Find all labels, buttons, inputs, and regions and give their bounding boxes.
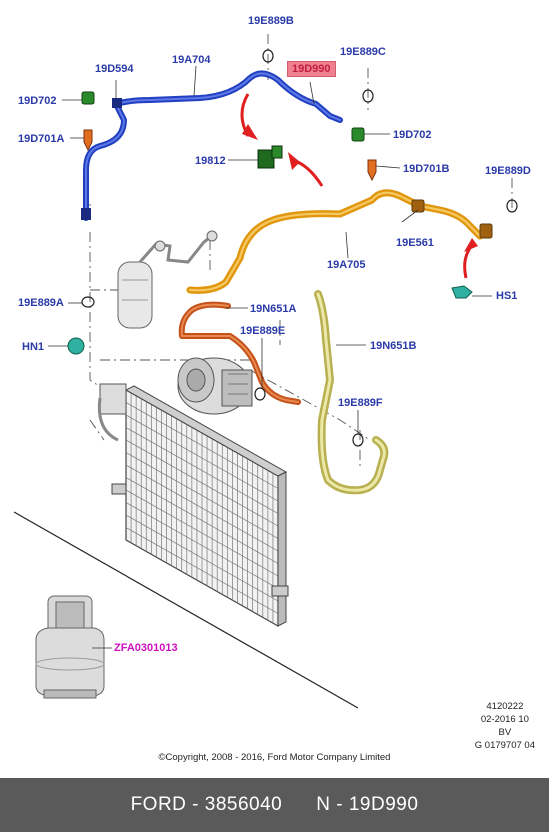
valve-cap-19d702-right[interactable] [351, 127, 365, 142]
footer-part-number: FORD - 3856040 [130, 794, 283, 815]
ground-line [13, 511, 359, 709]
label-19e889b: 19E889B [248, 15, 294, 27]
footer-part-code: N - 19D990 [316, 794, 419, 815]
meta-line-4: G 0179707 04 [474, 740, 535, 751]
label-19n651a: 19N651A [250, 303, 297, 315]
blue-pipe-clamp [112, 98, 122, 108]
blue-pipe-end-fitting [81, 208, 91, 220]
ac-compressor[interactable] [177, 357, 253, 415]
label-19e889c: 19E889C [340, 46, 386, 58]
sensor-hn1[interactable] [67, 337, 85, 355]
orange-pipe-end-fitting [479, 223, 493, 239]
label-hn1: HN1 [22, 341, 45, 353]
label-19n651b: 19N651B [370, 340, 417, 352]
label-19e889f: 19E889F [338, 397, 383, 409]
dashed-leaders [89, 34, 513, 470]
copyright-notice: ©Copyright, 2008 - 2016, Ford Motor Comp… [158, 752, 391, 763]
label-19e889e: 19E889E [240, 325, 286, 337]
meta-line-3: BV [498, 727, 512, 738]
meta-line-1: 4120222 [486, 701, 524, 712]
valve-cap-19d702-left[interactable] [81, 91, 95, 105]
valve-core-19d701b[interactable] [367, 159, 377, 182]
label-zfa0301013: ZFA0301013 [114, 642, 178, 654]
footer-bar: FORD - 3856040 N - 19D990 [0, 778, 549, 832]
red-arrowheads [242, 124, 478, 252]
label-19d702-left: 19D702 [18, 95, 57, 107]
o-rings [81, 49, 518, 447]
pipe-19a704[interactable] [83, 70, 343, 221]
label-leaders [48, 65, 492, 649]
drawing-metadata: 4120222 02-2016 10 BV G 0179707 04 [475, 700, 535, 752]
label-19d990-highlighted[interactable]: 19D990 [287, 61, 336, 77]
label-19d701b: 19D701B [403, 163, 450, 175]
label-19812: 19812 [195, 155, 226, 167]
pipe-19a705[interactable] [186, 189, 492, 294]
valve-core-19d701a[interactable] [83, 129, 93, 152]
label-19a705: 19A705 [327, 259, 366, 271]
label-19e889d: 19E889D [485, 165, 531, 177]
label-19a704: 19A704 [172, 54, 211, 66]
receiver-drier[interactable] [117, 230, 218, 329]
condenser[interactable] [97, 383, 289, 628]
label-19d594: 19D594 [95, 63, 134, 75]
pressure-switch-19812[interactable] [257, 145, 283, 169]
label-19e889a: 19E889A [18, 297, 64, 309]
label-19d702-right: 19D702 [393, 129, 432, 141]
refrigerant-cylinder[interactable] [35, 595, 105, 699]
label-hs1: HS1 [496, 290, 518, 302]
orange-pipe-fitting [411, 199, 425, 213]
meta-line-2: 02-2016 10 [480, 714, 529, 725]
ac-system-diagram [13, 34, 518, 709]
label-19e561: 19E561 [396, 237, 434, 249]
label-19d701a: 19D701A [18, 133, 65, 145]
red-arrows [240, 93, 472, 279]
sensor-hs1[interactable] [451, 285, 473, 299]
